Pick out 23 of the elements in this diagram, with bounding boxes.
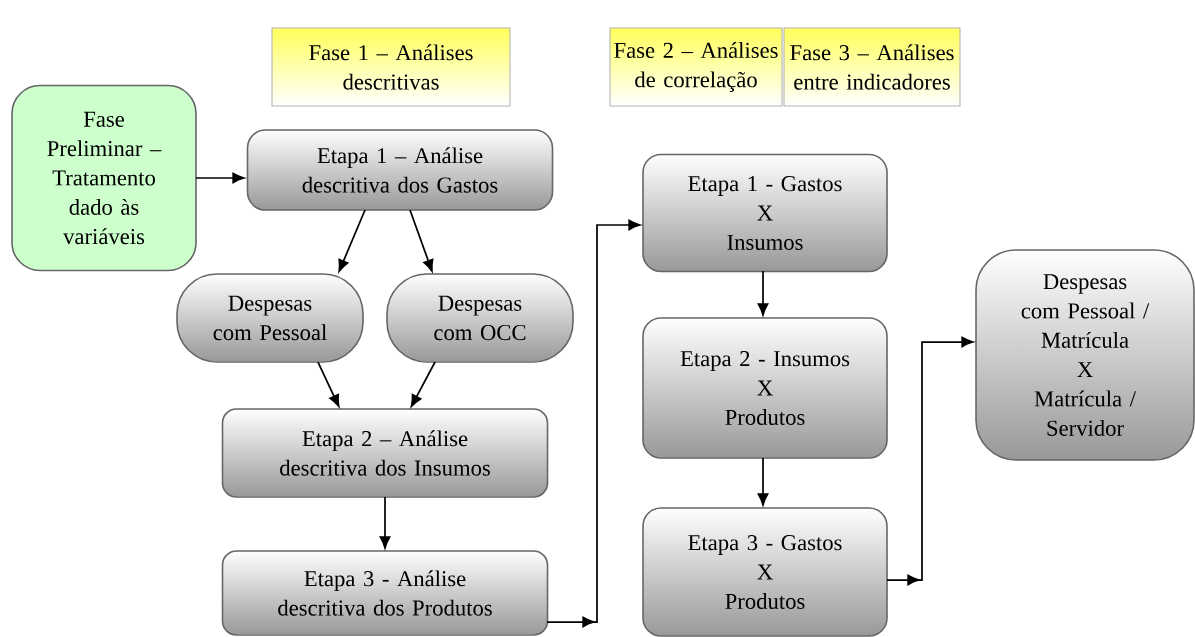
arrow	[886, 336, 974, 586]
process-box: Fase Preliminar – Tratamento dado às variáveis	[11, 84, 197, 272]
arrow	[409, 209, 434, 272]
phase-header: Fase 1 – Análises descritivas	[271, 27, 511, 107]
arrow	[379, 496, 391, 549]
process-box: Etapa 1 – Análise descritiva dos Gastos	[246, 129, 554, 211]
arrow	[338, 209, 366, 272]
arrow	[757, 457, 769, 506]
process-box: Despesas com Pessoal / Matrícula X Matrícula / Servidor	[975, 249, 1195, 461]
category-box: Despesas com Pessoal	[176, 273, 364, 363]
arrow	[195, 172, 245, 184]
phase-header: Fase 3 – Análises entre indicadores	[783, 27, 961, 107]
process-box: Etapa 3 - Gastos X Produtos	[642, 507, 888, 637]
process-box: Etapa 3 - Análise descritiva dos Produtos	[221, 550, 549, 636]
process-box: Etapa 2 - Insumos X Produtos	[642, 317, 888, 459]
process-box: Etapa 1 - Gastos X Insumos	[642, 153, 888, 273]
phase-header: Fase 2 – Análises de correlação	[609, 27, 783, 107]
arrow	[410, 361, 436, 407]
process-box: Etapa 2 – Análise descritiva dos Insumos	[221, 408, 549, 498]
arrow	[757, 270, 769, 316]
arrow	[546, 219, 641, 628]
arrow	[317, 361, 340, 407]
category-box: Despesas com OCC	[386, 273, 574, 363]
